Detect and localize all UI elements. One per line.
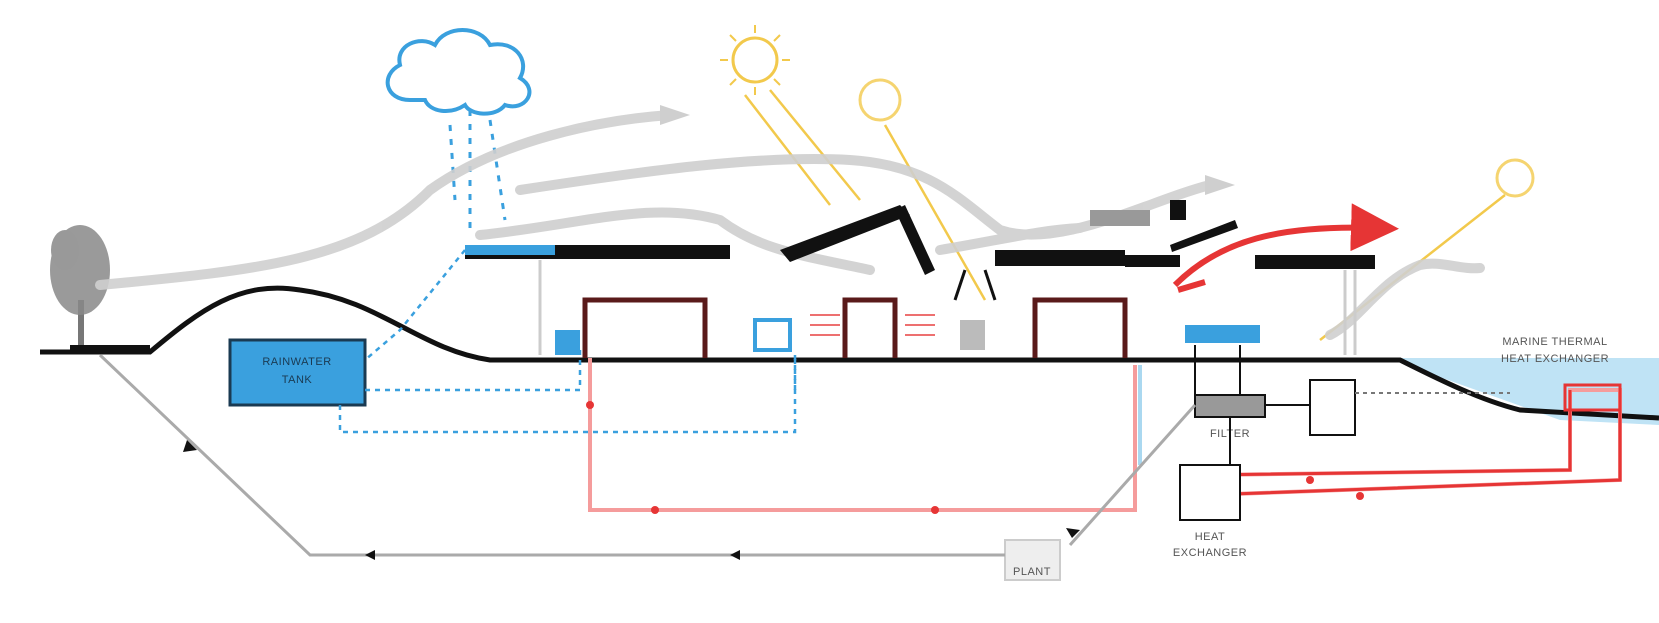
photovoltaic-icon <box>1090 210 1150 226</box>
heating-loop-dark <box>1204 383 1622 497</box>
sink-icon <box>753 318 792 352</box>
interior-frames <box>582 297 1128 358</box>
tree-icon <box>50 225 150 353</box>
wind-arrowhead <box>1205 175 1235 195</box>
marine-hx-label-2: HEAT EXCHANGER <box>1501 353 1609 365</box>
terrain-line <box>40 285 1659 421</box>
waste-lines <box>98 353 1197 557</box>
sun-icon <box>720 25 790 95</box>
ventilation-unit <box>960 320 985 350</box>
plant-label: PLANT <box>1013 566 1051 578</box>
solar-panel <box>1170 200 1186 220</box>
heat-exchanger-label-2: EXCHANGER <box>1173 547 1247 559</box>
toilet-icon <box>555 330 580 355</box>
building-columns <box>538 260 1357 355</box>
rainwater-tank-label-1: RAINWATER <box>262 356 331 368</box>
heat-exchanger-label-1: HEAT <box>1195 531 1226 543</box>
cloud-icon <box>385 28 532 116</box>
sun-icon <box>858 78 902 122</box>
plant: PLANT <box>1004 539 1061 581</box>
heat-arrow <box>1172 203 1399 288</box>
waste-flow-arrows <box>183 440 1080 560</box>
sun-icon <box>1495 158 1535 198</box>
sea <box>1400 358 1659 425</box>
pool-icon <box>1185 325 1260 343</box>
pool-pipes <box>1194 345 1241 465</box>
building-roof <box>465 205 1375 275</box>
heat-flow-arrows <box>586 401 1364 514</box>
rainwater-tank-label-2: TANK <box>282 374 313 386</box>
rainwater-tank: RAINWATER TANK <box>228 338 367 407</box>
marine-hx-label-1: MARINE THERMAL <box>1502 336 1607 348</box>
heat-arrow <box>1177 279 1206 293</box>
wind-arrowhead <box>660 105 690 125</box>
heat-vents <box>810 314 935 336</box>
rainwater-pipes <box>338 249 797 434</box>
roof-vent <box>953 269 997 301</box>
pump-box <box>1309 379 1356 436</box>
wind-flows <box>95 110 1485 340</box>
heat-exchanger: HEAT EXCHANGER <box>1173 464 1247 559</box>
